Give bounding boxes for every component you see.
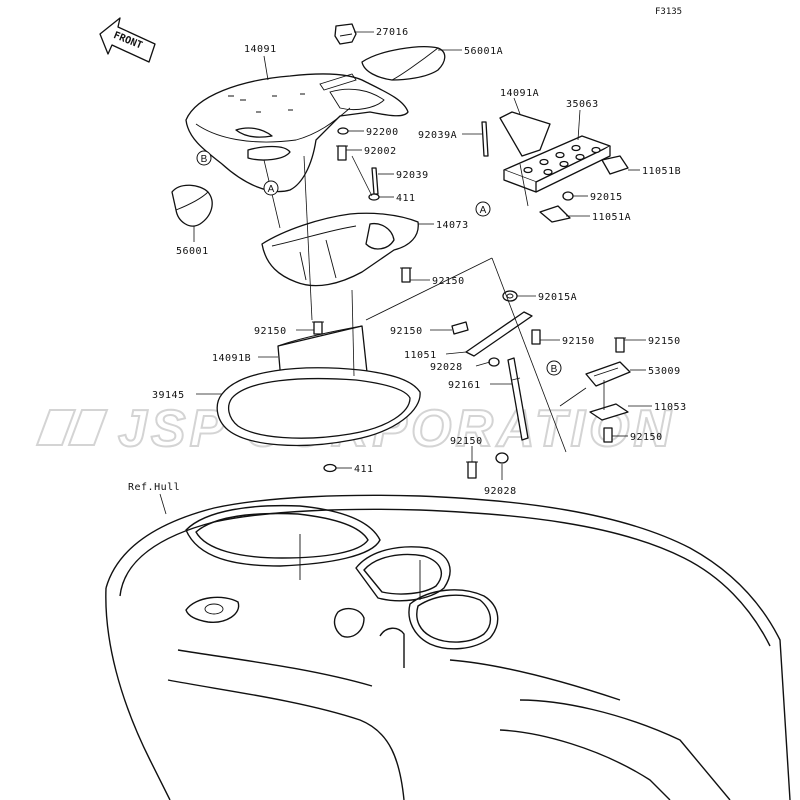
label-92200: 92200 <box>366 127 399 138</box>
part-92161 <box>507 357 529 441</box>
label-92015A: 92015A <box>538 292 577 303</box>
part-92150-d <box>531 329 541 345</box>
label-53009: 53009 <box>648 366 681 377</box>
part-92150-f <box>603 427 613 443</box>
label-56001: 56001 <box>176 246 209 257</box>
part-92002 <box>336 145 348 161</box>
part-56001A <box>361 46 446 81</box>
label-56001A: 56001A <box>464 46 503 57</box>
ref-marker-b-2: B <box>546 360 562 376</box>
label-92002: 92002 <box>364 146 397 157</box>
label-92039: 92039 <box>396 170 429 181</box>
part-27016 <box>334 23 357 45</box>
part-92150-e <box>614 337 626 353</box>
label-92015: 92015 <box>590 192 623 203</box>
part-14091 <box>185 73 409 193</box>
label-92150-c: 92150 <box>390 326 423 337</box>
label-ref-hull: Ref.Hull <box>128 482 180 493</box>
part-92015 <box>562 191 574 201</box>
part-39145 <box>216 367 421 447</box>
part-53009 <box>585 361 631 387</box>
label-14091A: 14091A <box>500 88 539 99</box>
label-411-bottom: 411 <box>354 464 374 475</box>
ref-marker-a-1: A <box>263 180 279 196</box>
part-labels: 27016 14091 56001A 14091A 35063 92200 92… <box>128 27 687 497</box>
part-11053 <box>589 403 629 421</box>
part-35063 <box>503 135 611 193</box>
figure-code: F3135 <box>655 7 682 17</box>
ref-marker-b-1: B <box>196 150 212 166</box>
svg-text:B: B <box>551 364 558 375</box>
ref-hull <box>105 494 791 800</box>
label-11051B: 11051B <box>642 166 681 177</box>
part-92039A <box>481 121 489 157</box>
svg-text:A: A <box>480 205 487 216</box>
svg-text:B: B <box>201 154 208 165</box>
part-11051B <box>601 155 629 175</box>
label-92150-a: 92150 <box>432 276 465 287</box>
part-14091A <box>499 111 551 157</box>
label-11053: 11053 <box>654 402 687 413</box>
label-92150-f: 92150 <box>630 432 663 443</box>
label-92150-b: 92150 <box>254 326 287 337</box>
label-14091B: 14091B <box>212 353 251 364</box>
label-11051: 11051 <box>404 350 437 361</box>
part-14073 <box>261 212 419 287</box>
label-92150-e: 92150 <box>648 336 681 347</box>
part-92150-a <box>400 267 412 283</box>
part-11051 <box>465 311 533 357</box>
part-92150-b <box>312 321 324 335</box>
label-11051A: 11051A <box>592 212 631 223</box>
label-14073: 14073 <box>436 220 469 231</box>
part-92200 <box>337 127 349 135</box>
label-92150-g: 92150 <box>450 436 483 447</box>
label-92028-b: 92028 <box>484 486 517 497</box>
label-92161: 92161 <box>448 380 481 391</box>
label-92039A: 92039A <box>418 130 457 141</box>
label-92028-a: 92028 <box>430 362 463 373</box>
part-11051A <box>539 205 571 223</box>
part-411-top <box>368 193 380 201</box>
part-92150-g <box>466 461 478 479</box>
label-27016: 27016 <box>376 27 409 38</box>
part-411-bottom <box>323 463 337 473</box>
part-92028-b <box>495 452 509 464</box>
ref-marker-a-2: A <box>475 201 491 217</box>
label-92150-d: 92150 <box>562 336 595 347</box>
label-39145: 39145 <box>152 390 185 401</box>
part-92150-c <box>451 321 469 335</box>
label-14091: 14091 <box>244 44 277 55</box>
front-arrow-icon: FRONT <box>99 17 156 63</box>
label-35063: 35063 <box>566 99 599 110</box>
part-92028-a <box>488 357 500 367</box>
leader-lines <box>159 31 652 515</box>
part-56001 <box>171 184 213 227</box>
svg-text:A: A <box>268 184 275 195</box>
label-411-top: 411 <box>396 193 416 204</box>
part-92039 <box>371 167 379 195</box>
